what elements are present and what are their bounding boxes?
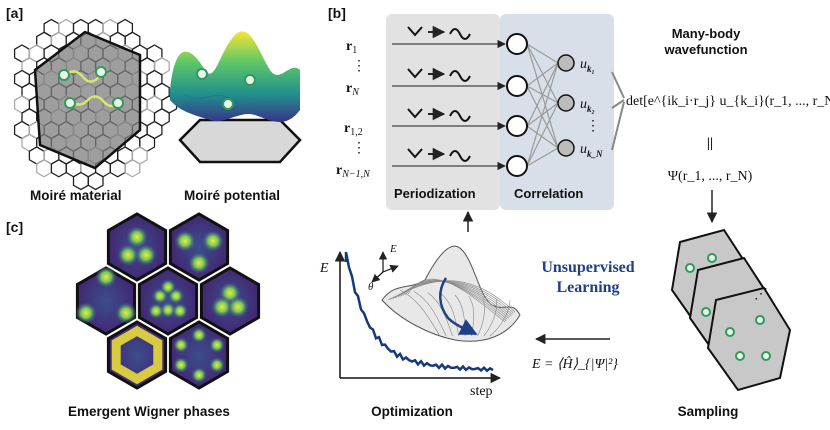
u-label-k1: uk₁	[580, 57, 595, 74]
input-rN: rN	[346, 81, 360, 98]
output-node	[557, 94, 575, 112]
caption-sampling: Sampling	[678, 404, 739, 419]
input-r1: r1	[346, 39, 357, 56]
unsupervised-line2: Learning	[556, 279, 619, 296]
moire-material-illustration	[13, 18, 178, 191]
potential-surface	[170, 31, 300, 122]
input-dots-1: ⋮	[352, 59, 366, 74]
wave-trace-2	[71, 95, 119, 108]
caption-wigner-phases: Emergent Wigner phases	[68, 404, 230, 419]
energy-curve	[344, 251, 494, 373]
panel-label-c: [c]	[6, 219, 23, 235]
lattice-hexagon	[109, 159, 126, 178]
electron-dot	[196, 68, 208, 80]
input-node	[506, 115, 528, 137]
output-node	[557, 54, 575, 72]
wigner-phase-hexagon	[106, 320, 168, 390]
caption-moire-potential: Moiré potential	[184, 188, 280, 203]
network-connections	[526, 43, 559, 167]
electron-dot	[222, 98, 234, 110]
lattice-hexagon	[124, 159, 141, 178]
input-node	[506, 155, 528, 177]
input-labels: r1 ⋮ rN r1,2 ⋮ rN−1,N	[336, 39, 371, 180]
input-dots-2: ⋮	[352, 141, 366, 156]
sampling-stack: ⋰	[670, 228, 792, 392]
lattice-hexagon	[87, 171, 104, 191]
output-node	[557, 139, 575, 157]
panel-label-a: [a]	[6, 5, 23, 21]
input-node	[506, 33, 528, 55]
plot-y-label: E	[319, 261, 329, 276]
determinant-expression: det[e^{ik_i·r_j} u_{k_i}(r_1, ..., r_N)]	[626, 94, 830, 109]
input-node	[506, 75, 528, 97]
landscape-axis-theta: θ	[368, 281, 374, 293]
caption-optimization: Optimization	[371, 404, 453, 419]
lattice-hexagon	[50, 159, 67, 178]
wigner-phase-hexagon	[199, 266, 261, 336]
u-label-k2: uk₂	[580, 97, 595, 114]
unsupervised-line1: Unsupervised	[541, 259, 634, 276]
periodization-arrows	[392, 25, 506, 171]
correlation-label: Correlation	[514, 186, 583, 201]
wigner-phase-hexagon	[168, 212, 230, 282]
moire-potential-illustration	[170, 31, 302, 164]
electron-dot	[95, 66, 107, 78]
equality-sign: ||	[707, 136, 713, 151]
psi-expression: Ψ(r_1, ..., r_N)	[668, 169, 753, 184]
caption-moire-material: Moiré material	[30, 188, 122, 203]
wigner-phase-hexagon	[137, 266, 199, 336]
lattice-hexagon	[36, 159, 53, 178]
energy-landscape: E θ	[368, 243, 521, 342]
wigner-phase-hexagon	[106, 212, 168, 282]
wigner-phase-hexagon	[75, 266, 137, 336]
electron-dot	[244, 74, 256, 86]
electron-dot	[112, 97, 124, 109]
landscape-axis-E: E	[389, 243, 397, 255]
output-bracket-lines	[611, 71, 625, 151]
panel-label-b: [b]	[328, 5, 346, 21]
electron-dot	[58, 69, 70, 81]
wigner-phase-hexagons	[75, 212, 261, 390]
energy-expectation: E = ⟨Ĥ⟩_{|Ψ|²}	[531, 355, 618, 372]
u-label-kN: uk_N	[580, 142, 603, 159]
periodization-label: Periodization	[394, 186, 476, 201]
input-rN1N: rN−1,N	[336, 163, 371, 180]
svg-text:⋰: ⋰	[754, 287, 768, 302]
wave-trace-1	[64, 70, 102, 83]
wavefunction-title-line2: wavefunction	[663, 42, 747, 57]
electron-dot	[64, 97, 76, 109]
wavefunction-title-line1: Many-body	[672, 26, 741, 41]
u-label-dots: ⋮	[586, 119, 600, 134]
potential-base-hexagon	[178, 118, 302, 164]
wigner-phase-hexagon	[168, 320, 230, 390]
plot-x-label: step	[470, 384, 493, 399]
lattice-hexagon	[72, 171, 89, 191]
input-r12: r1,2	[344, 121, 363, 138]
